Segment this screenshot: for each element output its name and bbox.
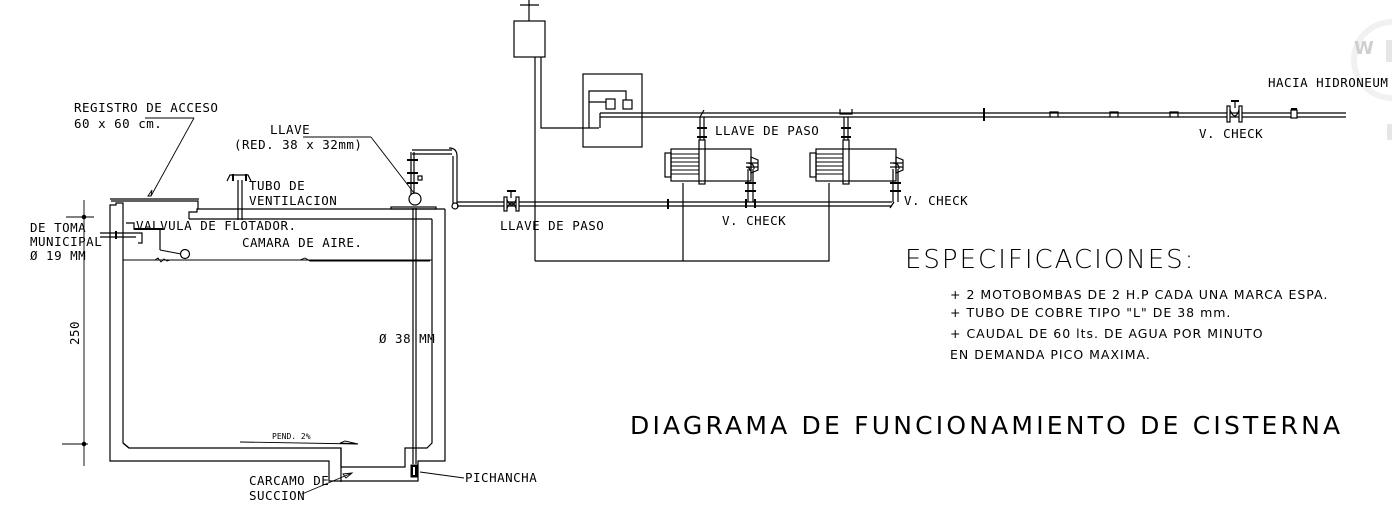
tubo-ventilacion-label: VENTILACION	[249, 193, 337, 208]
water-level	[123, 257, 432, 263]
specifications-heading: ESPECIFICACIONES:	[905, 245, 1195, 275]
municipal-inlet: DE TOMA MUNICIPAL Ø 19 MM VALVULA DE FLO…	[30, 218, 362, 263]
spec-item: + CAUDAL DE 60 lts. DE AGUA POR MINUTO	[950, 326, 1264, 341]
spec-item: EN DEMANDA PICO MAXIMA.	[950, 347, 1151, 362]
spec-item: + 2 MOTOBOMBAS DE 2 H.P CADA UNA MARCA E…	[950, 287, 1328, 302]
spec-item: + TUBO DE COBRE TIPO "L" DE 38 mm.	[950, 305, 1231, 320]
diametro-label: Ø 38 MM	[379, 331, 435, 346]
v-check-bottom-label: V. CHECK	[722, 213, 786, 228]
ventilation-tube: TUBO DE VENTILACION	[226, 174, 337, 220]
cistern-walls	[109, 198, 446, 482]
suction-header: LLAVE DE PASO	[457, 190, 892, 233]
registro-size-label: 60 x 60 cm.	[74, 116, 162, 131]
discharge-header: HACIA HIDRONEUM V. CHECK	[702, 75, 1388, 141]
diagram-title: DIAGRAMA DE FUNCIONAMIENTO DE CISTERNA	[630, 411, 1343, 440]
registro-label: REGISTRO DE ACCESO	[74, 100, 218, 115]
tubo-label: TUBO DE	[249, 178, 305, 193]
watermark-text: W	[1354, 38, 1374, 59]
control-panel	[513, 0, 830, 262]
llave-reduction-label: (RED. 38 x 32mm)	[234, 137, 362, 152]
valvula-flotador-label: VALVULA DE FLOTADOR.	[136, 218, 297, 233]
toma-label: DE TOMA	[30, 220, 86, 235]
pendiente-label: PEND. 2%	[272, 432, 311, 441]
llave-label: LLAVE	[270, 122, 310, 137]
llave-paso-bottom-label: LLAVE DE PASO	[500, 218, 604, 233]
motor-pump-2	[809, 109, 904, 209]
v-check-top-label: V. CHECK	[1199, 126, 1263, 141]
dimension-label: 250	[67, 321, 82, 345]
llave-callout: LLAVE (RED. 38 x 32mm)	[234, 122, 415, 194]
camara-aire-label: CAMARA DE AIRE.	[242, 235, 362, 250]
carcamo-succion-label: SUCCION	[249, 488, 305, 503]
toma-municipal-label: MUNICIPAL	[30, 234, 102, 249]
carcamo-callout: CARCAMO DE SUCCION PICHANCHA	[249, 470, 537, 503]
llave-paso-top-label: LLAVE DE PASO	[715, 123, 819, 138]
watermark: W	[1351, 19, 1392, 140]
suction-pipe: Ø 38 MM	[379, 147, 459, 478]
registro-acceso-callout: REGISTRO DE ACCESO 60 x 60 cm.	[74, 100, 218, 197]
toma-diameter-label: Ø 19 MM	[30, 248, 86, 263]
motor-pump-1	[664, 109, 759, 208]
v-check-right-label: V. CHECK	[904, 193, 968, 208]
specifications-block: ESPECIFICACIONES: + 2 MOTOBOMBAS DE 2 H.…	[905, 245, 1328, 362]
slope-indicator: PEND. 2%	[239, 432, 359, 445]
hacia-hidroneumatico-label: HACIA HIDRONEUM	[1268, 75, 1388, 90]
pichancha-label: PICHANCHA	[465, 470, 537, 485]
carcamo-label: CARCAMO DE	[249, 473, 329, 488]
dimension-line: 250	[62, 200, 94, 466]
